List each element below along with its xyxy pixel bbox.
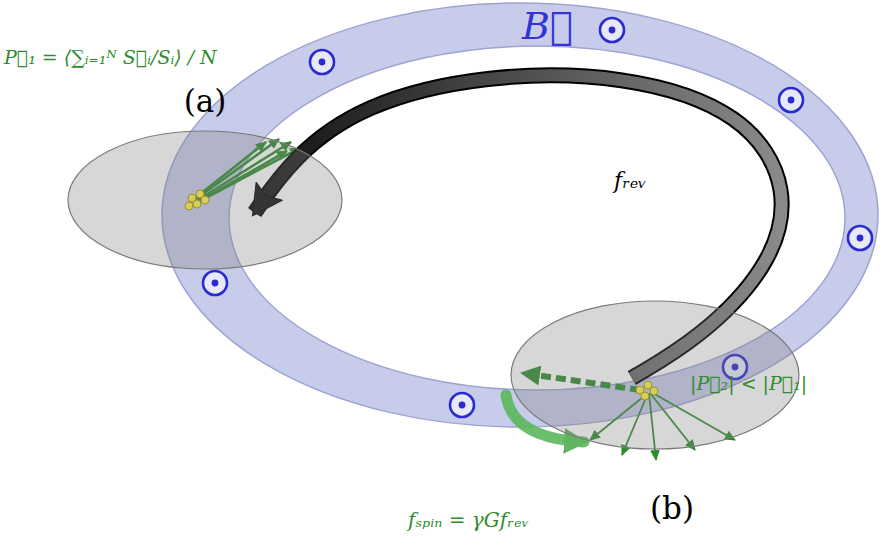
field-dot-ring [450, 393, 474, 417]
field-dot-ring [203, 271, 227, 295]
field-dot-center [609, 27, 616, 34]
field-dot-ring [779, 88, 803, 112]
region-label: (a) [184, 83, 227, 120]
ellipse-outline [67, 130, 343, 270]
field-dot-center [459, 402, 466, 409]
field-dot-ring [600, 18, 624, 42]
field-label: B⃗ [522, 4, 573, 50]
region-ellipse: (a) [67, 130, 343, 270]
field-dot-ring [848, 226, 872, 250]
polarization-formula: P⃗₁ = ⟨∑ᵢ₌₁ᴺ S⃗ᵢ/Sᵢ⟩ / N [4, 46, 217, 69]
revolution-frequency: fᵣₑᵥ [614, 168, 647, 194]
field-dot-symbol [310, 50, 334, 74]
field-dot-center [212, 280, 219, 287]
field-dot-symbol [600, 18, 624, 42]
region-label: (b) [650, 490, 694, 527]
field-dot-symbol [203, 271, 227, 295]
field-dot-symbol [848, 226, 872, 250]
field-dot-center [857, 235, 864, 242]
field-dot-symbol [779, 88, 803, 112]
spin-frequency-formula: fₛₚᵢₙ = γGfᵣₑᵥ [408, 508, 529, 532]
field-dot-symbol [450, 393, 474, 417]
ellipse-shape [68, 131, 342, 269]
field-dot-center [319, 59, 326, 66]
polarization-comparison: |P⃗₂| < |P⃗₁| [690, 372, 807, 395]
field-dot-ring [310, 50, 334, 74]
field-dot-center [788, 97, 795, 104]
